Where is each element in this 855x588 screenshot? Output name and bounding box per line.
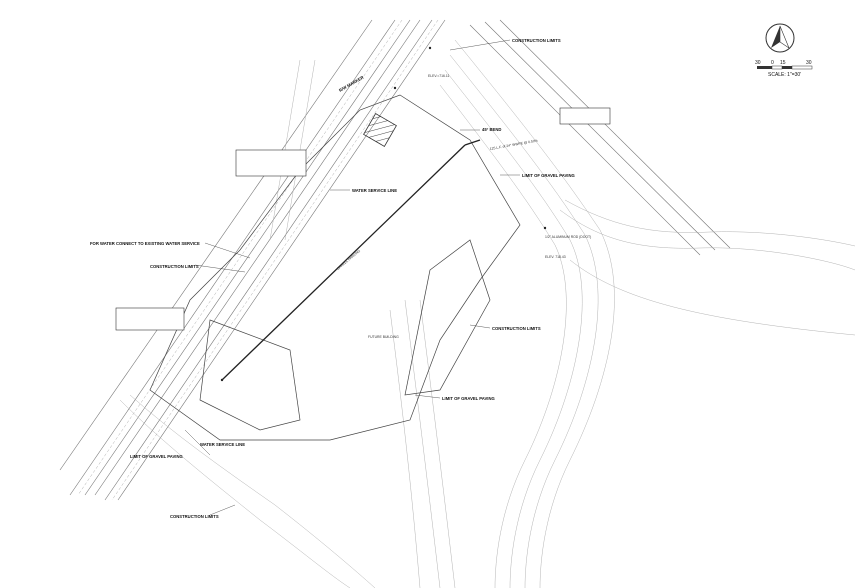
note-tie-elev: ELEV.=716.11 [428, 74, 450, 78]
callout-boxes [115, 107, 611, 331]
note-limit-gravel-3: LIMIT OF GRAVEL PAVING [130, 454, 183, 459]
note-water-service-line-2: WATER SERVICE LINE [200, 442, 245, 447]
road-dashed-lines [77, 19, 439, 501]
scale-bar [757, 65, 813, 70]
note-gravel-parking: GRAVEL PARKING [336, 249, 361, 271]
note-construction-limits-bottom: CONSTRUCTION LIMITS [170, 514, 219, 519]
contour-lines [119, 39, 855, 588]
existing-building [363, 113, 397, 147]
note-construction-limits-top: CONSTRUCTION LIMITS [512, 38, 561, 43]
note-row-marker: R/W MARKER [338, 75, 364, 93]
scale-tick-2: 15 [780, 60, 786, 66]
road-lines [59, 19, 446, 501]
note-rod: 1/2" ALUMINUM ROD (DOOT) [545, 235, 591, 239]
right-road-lines [469, 19, 731, 256]
north-arrow-icon [765, 23, 795, 53]
note-pipe: 125 L.F. of 24" WWPE @ 0.50% [489, 139, 538, 151]
scale-tick-0: 30 [755, 60, 761, 66]
note-bend: 45° BEND [482, 127, 501, 132]
site-boundary [149, 94, 521, 441]
note-construction-limits-left: CONSTRUCTION LIMITS [150, 264, 199, 269]
water-service-line [221, 144, 466, 381]
note-water-service-line: WATER SERVICE LINE [352, 188, 397, 193]
note-limit-gravel-1: LIMIT OF GRAVEL PAVING [522, 173, 575, 178]
note-rod-elev: ELEV. 718.43 [545, 255, 566, 259]
scale-tick-1: 0 [771, 60, 774, 66]
scale-text: SCALE: 1"=30' [768, 72, 801, 78]
note-construction-limits-right: CONSTRUCTION LIMITS [492, 326, 541, 331]
note-future-building: FUTURE BUILDING [368, 335, 399, 339]
note-limit-gravel-2: LIMIT OF GRAVEL PAVING [442, 396, 495, 401]
note-water-connect: FOR WATER CONNECT TO EXISTING WATER SERV… [90, 241, 200, 246]
scale-tick-3: 30 [806, 60, 812, 66]
leader-lines [184, 39, 520, 516]
survey-markers [220, 46, 547, 382]
